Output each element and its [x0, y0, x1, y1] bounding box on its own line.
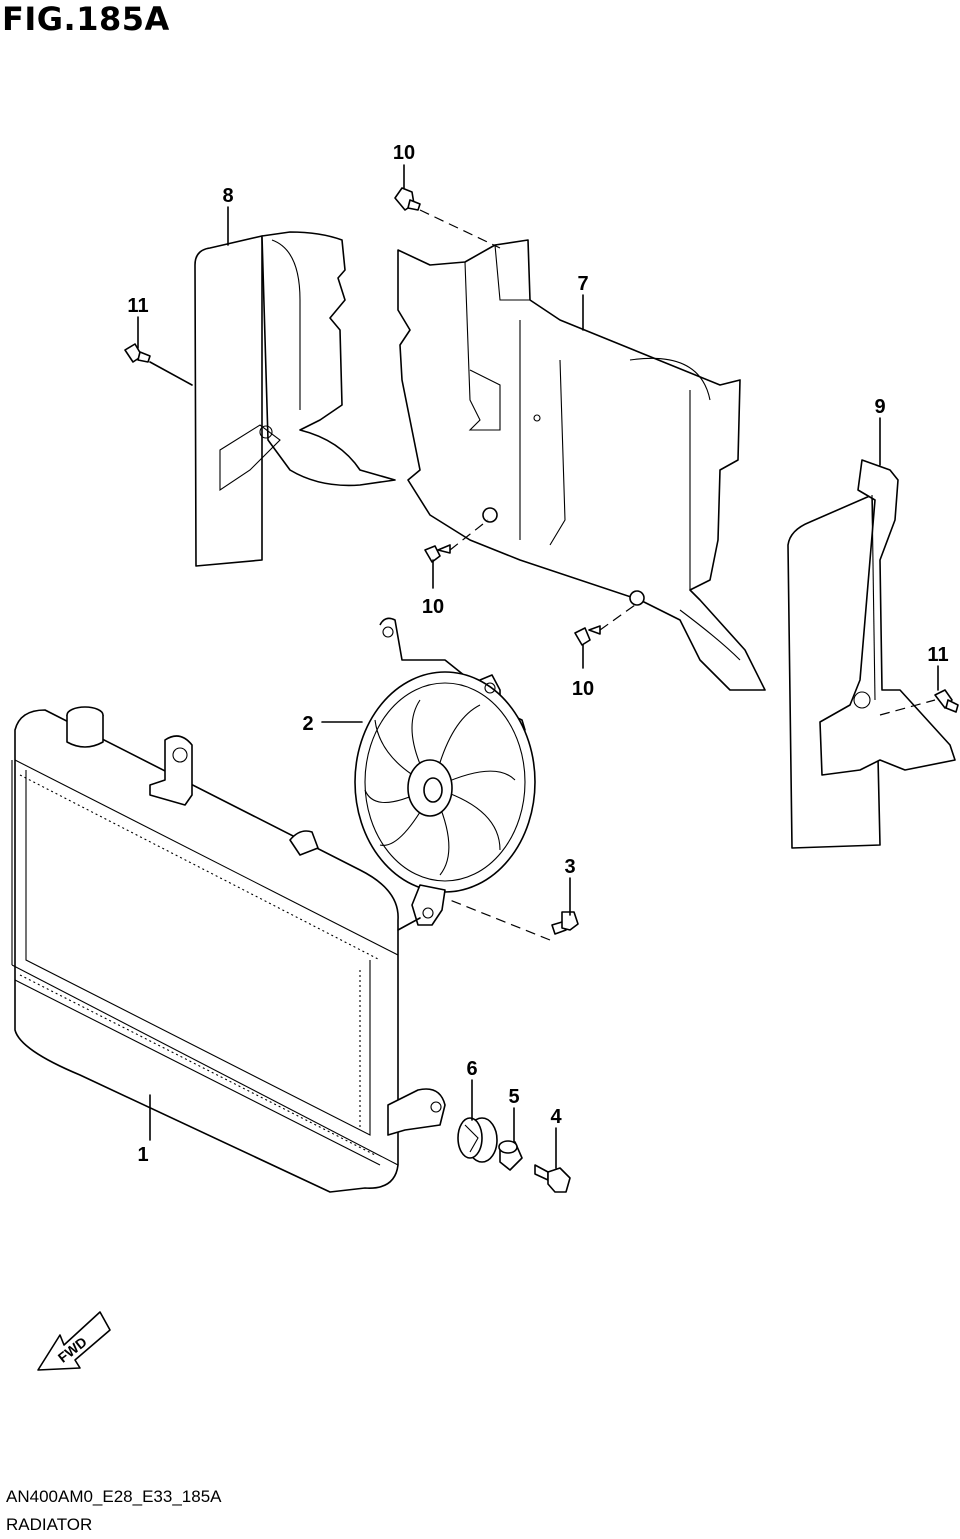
- right-shroud-part: [787, 459, 956, 849]
- callout-10-top: 10: [393, 142, 415, 164]
- figure-code: AN400AM0_E28_E33_185A: [6, 1487, 222, 1506]
- radiator-part: [11, 706, 446, 1193]
- screw-part-10-right: [574, 625, 601, 646]
- fan-assembly-part: [354, 617, 536, 926]
- figure-caption: RADIATOR: [6, 1515, 93, 1534]
- center-shroud-part: [397, 239, 766, 691]
- screw-part-10-top: [394, 187, 421, 211]
- callout-labels: 1 2 3 4 5 6 7 8 9 10 10 10 11 11: [127, 142, 948, 1166]
- callout-10-left: 10: [422, 596, 444, 618]
- callout-11-left: 11: [127, 295, 148, 317]
- figure-title: FIG.185A: [2, 0, 170, 38]
- callout-8: 8: [222, 185, 233, 207]
- left-shroud-part: [194, 231, 396, 567]
- screw-part-11-right: [934, 689, 959, 713]
- callout-3: 3: [564, 856, 575, 878]
- callout-10-right: 10: [572, 678, 594, 700]
- bolt-part-4: [534, 1164, 571, 1193]
- leader-lines: [137, 164, 939, 1169]
- screw-part-11-left: [124, 343, 151, 363]
- callout-5: 5: [508, 1086, 519, 1108]
- screw-part-10-left: [424, 544, 451, 563]
- callout-7: 7: [577, 273, 588, 295]
- callout-11-right: 11: [927, 644, 948, 666]
- collar-part: [498, 1140, 523, 1171]
- callout-2: 2: [302, 713, 313, 735]
- callout-6: 6: [466, 1058, 477, 1080]
- grommet-part: [457, 1117, 498, 1163]
- callout-1: 1: [137, 1144, 148, 1166]
- fwd-arrow-icon: FWD: [37, 1311, 111, 1371]
- callout-4: 4: [550, 1106, 562, 1128]
- callout-9: 9: [874, 396, 885, 418]
- bolt-part-3: [551, 911, 579, 935]
